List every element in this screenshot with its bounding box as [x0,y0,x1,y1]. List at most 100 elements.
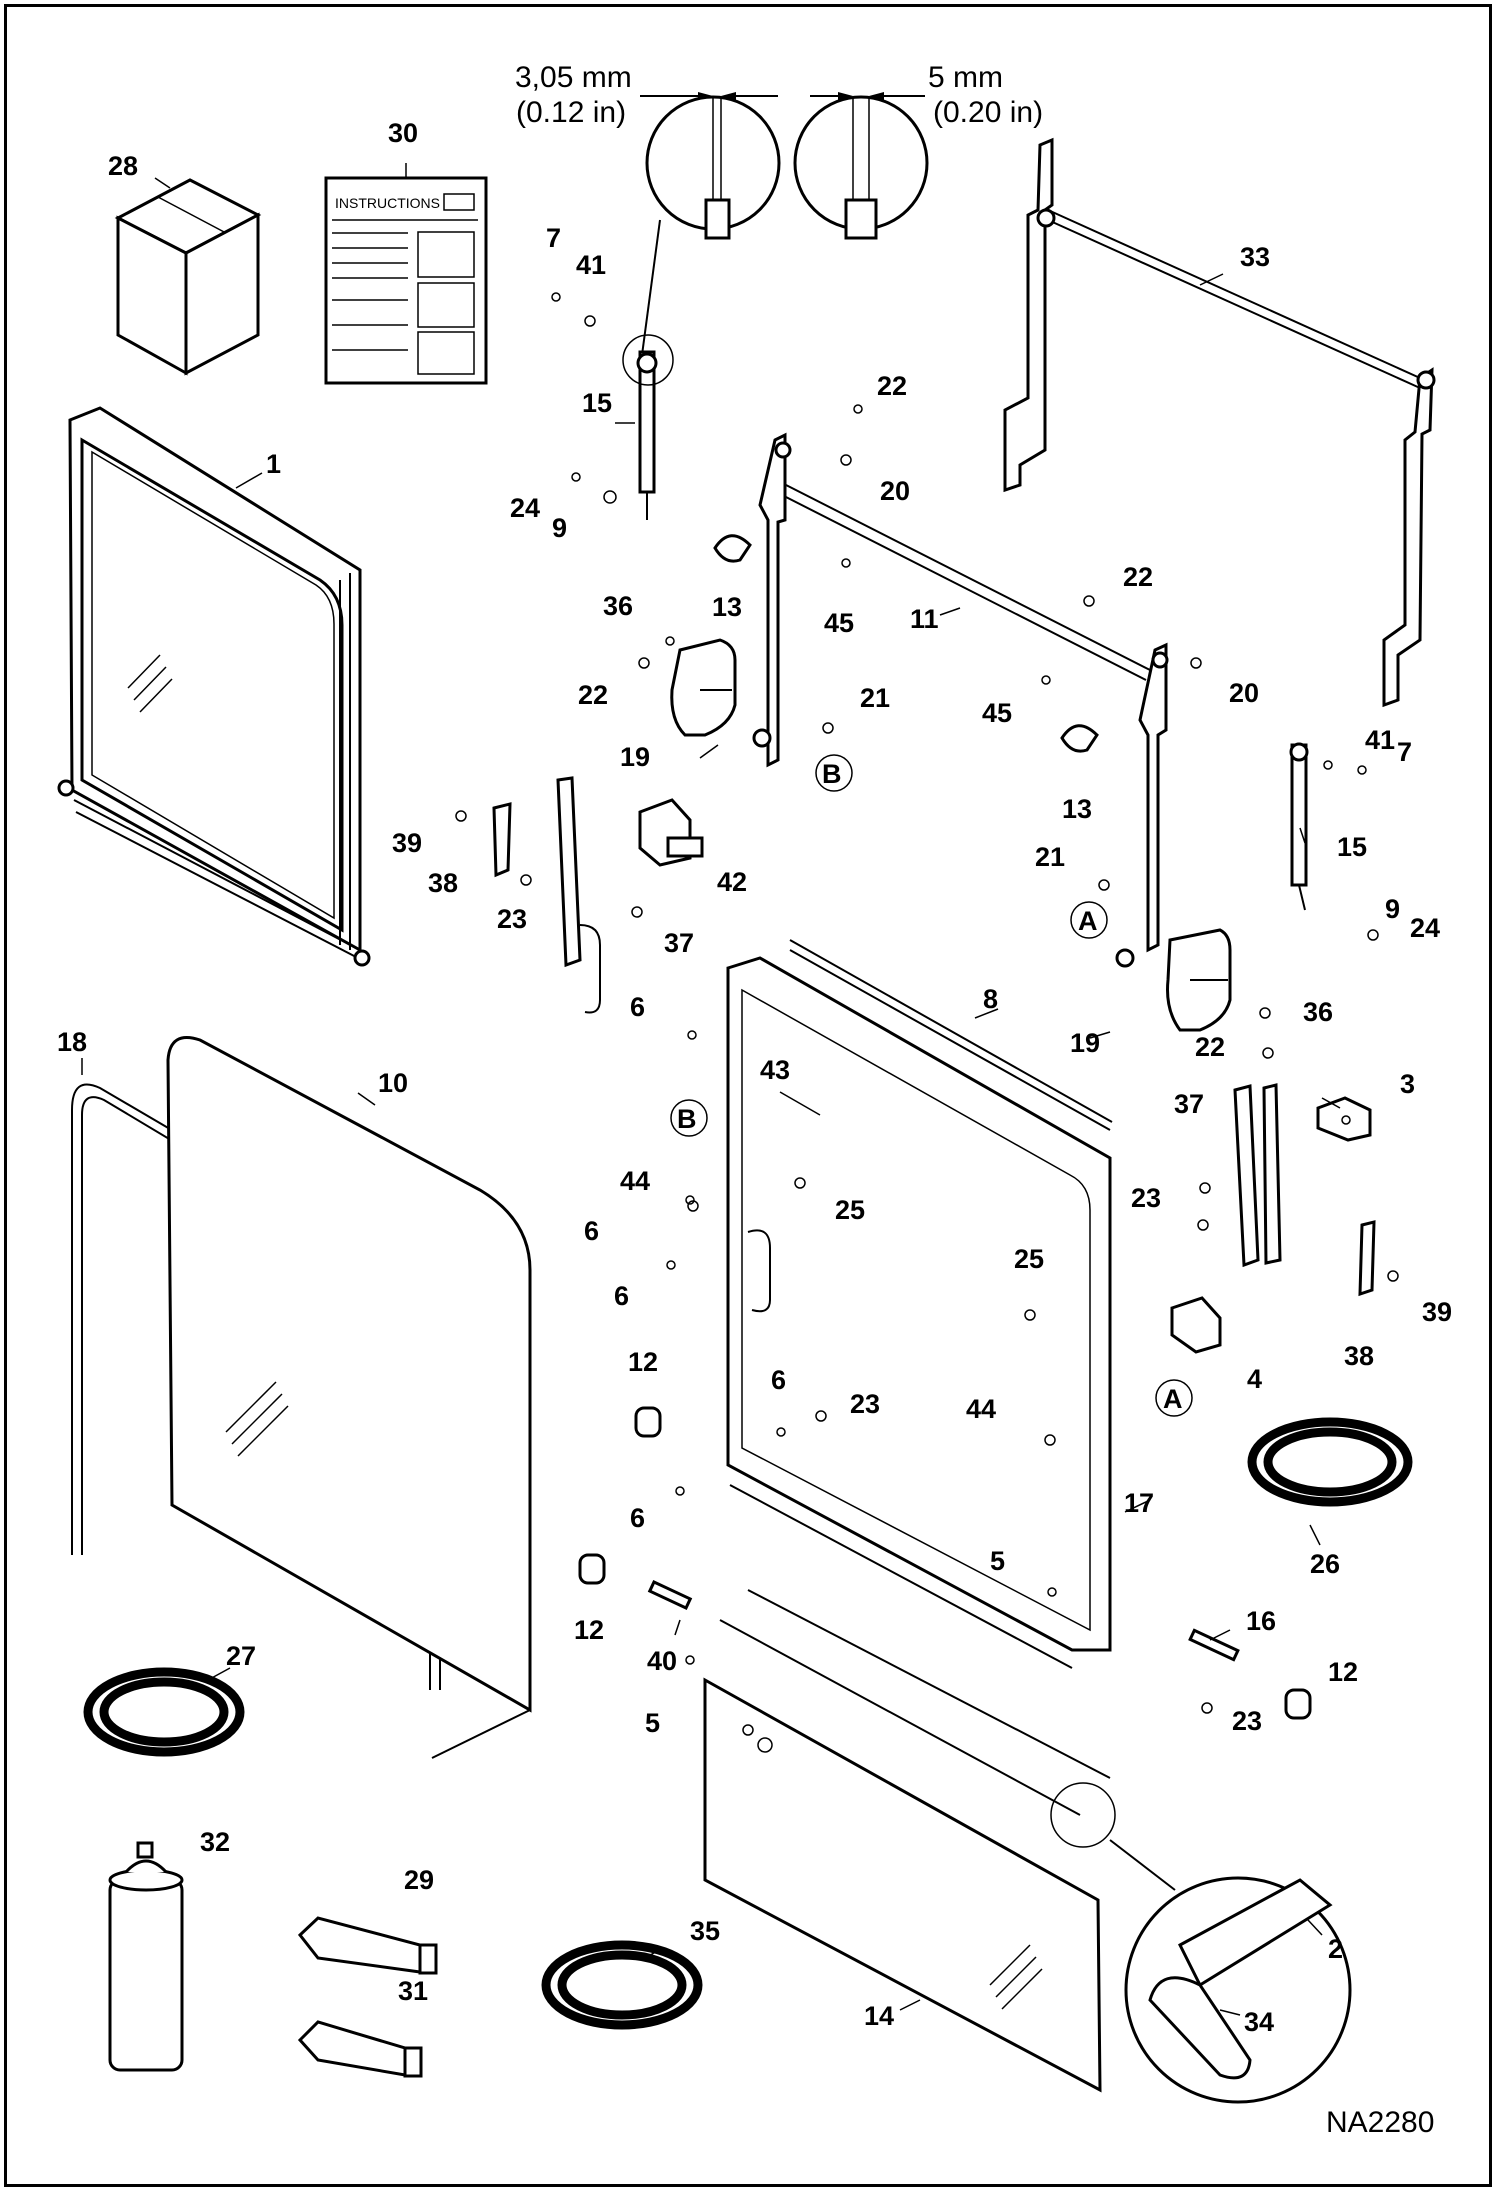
part-label: 6 [584,1216,599,1246]
part-label: 43 [760,1055,790,1085]
part-label: 36 [1303,997,1333,1027]
callout-b-lower: B [670,1099,708,1137]
part-label: 19 [620,742,650,772]
door-assembly [57,406,371,967]
latch-42 [638,798,704,867]
part-label: 22 [1195,1032,1225,1062]
part-label: 13 [712,592,742,622]
part-label: 14 [864,2001,894,2031]
part-label: 25 [835,1195,865,1225]
part-label: 5 [990,1546,1005,1576]
part-label: 33 [1240,242,1270,272]
dim-left-imperial: (0.12 in) [516,96,626,129]
part-label: 34 [1244,2007,1274,2037]
part-label: 15 [582,388,612,418]
part-label: 20 [880,476,910,506]
dim-left-value: 3,05 mm [515,61,632,94]
callout-b-label: B [677,1104,697,1134]
part-label: 6 [771,1365,786,1395]
dim-right-value: 5 mm [928,61,1003,94]
part-label: 23 [1131,1183,1161,1213]
part-number-labels: 1 2 3 4 5 5 6 6 6 6 6 7 7 8 9 9 10 11 12… [57,118,1452,2037]
part-label: 20 [1229,678,1259,708]
part-label: 9 [1385,894,1400,924]
part-label: 23 [850,1389,880,1419]
part-label: 9 [552,513,567,543]
part-label: 10 [378,1068,408,1098]
instructions-sheet: INSTRUCTIONS [324,176,488,385]
part-label: 22 [578,680,608,710]
part-label: 15 [1337,832,1367,862]
lower-seal-strips [719,1589,1352,2104]
hose-27 [83,1667,245,1757]
part-label: 36 [603,591,633,621]
bumper-3 [1284,1688,1312,1720]
part-label: 41 [1365,725,1395,755]
part-label: 44 [620,1166,650,1196]
part-label: 29 [404,1865,434,1895]
hinge-rod [758,432,1169,953]
gas-strut-left [622,334,674,520]
callout-a-upper: A [1070,901,1108,939]
side-glass [166,1036,532,1759]
spray-can [108,1841,184,2072]
part-label: 23 [1232,1706,1262,1736]
part-label: 19 [1070,1028,1100,1058]
part-label: 3 [1400,1069,1415,1099]
part-label: 32 [200,1827,230,1857]
part-label: 25 [1014,1244,1044,1274]
hose-26 [1247,1417,1413,1507]
diagram-code: NA2280 [1326,2106,1434,2139]
part-label: 38 [428,868,458,898]
bumper-1 [634,1406,662,1438]
hinge-bracket-left [670,638,772,748]
part-label: 12 [574,1615,604,1645]
part-label: 30 [388,118,418,148]
glass-reflection-mark [989,1944,1043,2010]
part-label: 6 [630,1503,645,1533]
tube-31 [297,2020,423,2078]
part-label: 38 [1344,1341,1374,1371]
handle-assembly-right [1233,1083,1376,1297]
hinge-pin-40 [647,1580,693,1610]
part-label: 35 [690,1916,720,1946]
part-label: 39 [392,828,422,858]
gas-strut-right [1289,742,1309,911]
part-label: 24 [1410,913,1440,943]
hinge-pin-16 [1188,1628,1240,1662]
bumper-2 [578,1553,606,1585]
part-label: 8 [983,984,998,1014]
part-label: 18 [57,1027,87,1057]
part-label: 24 [510,493,540,523]
part-label: 40 [647,1646,677,1676]
part-label: 17 [1124,1488,1154,1518]
callout-b-upper: B [815,754,853,792]
instructions-title: INSTRUCTIONS [335,195,440,211]
part-label: 22 [877,371,907,401]
hose-35 [541,1940,703,2030]
hinge-bracket-right [1115,928,1232,1032]
part-label: 27 [226,1641,256,1671]
dimension-detail-right: 5 mm (0.20 in) [793,61,1043,240]
knob-right [1060,724,1099,753]
part-label: 37 [664,928,694,958]
latch-3 [1316,1096,1372,1142]
part-label: 37 [1174,1089,1204,1119]
part-label: 42 [717,867,747,897]
part-label: 6 [630,992,645,1022]
part-label: 11 [910,604,939,634]
knob-left [713,534,752,563]
door-frame [726,956,1112,1669]
part-label: 16 [1246,1606,1276,1636]
part-label: 39 [1422,1297,1452,1327]
part-label: 28 [108,151,138,181]
part-label: 12 [1328,1657,1358,1687]
part-label: 21 [1035,842,1065,872]
part-label: 45 [982,698,1012,728]
part-label: 12 [628,1347,658,1377]
part-label: 41 [576,250,606,280]
kit-box [114,178,262,376]
callout-a-label: A [1163,1384,1183,1414]
tube-29 [297,1916,438,1975]
